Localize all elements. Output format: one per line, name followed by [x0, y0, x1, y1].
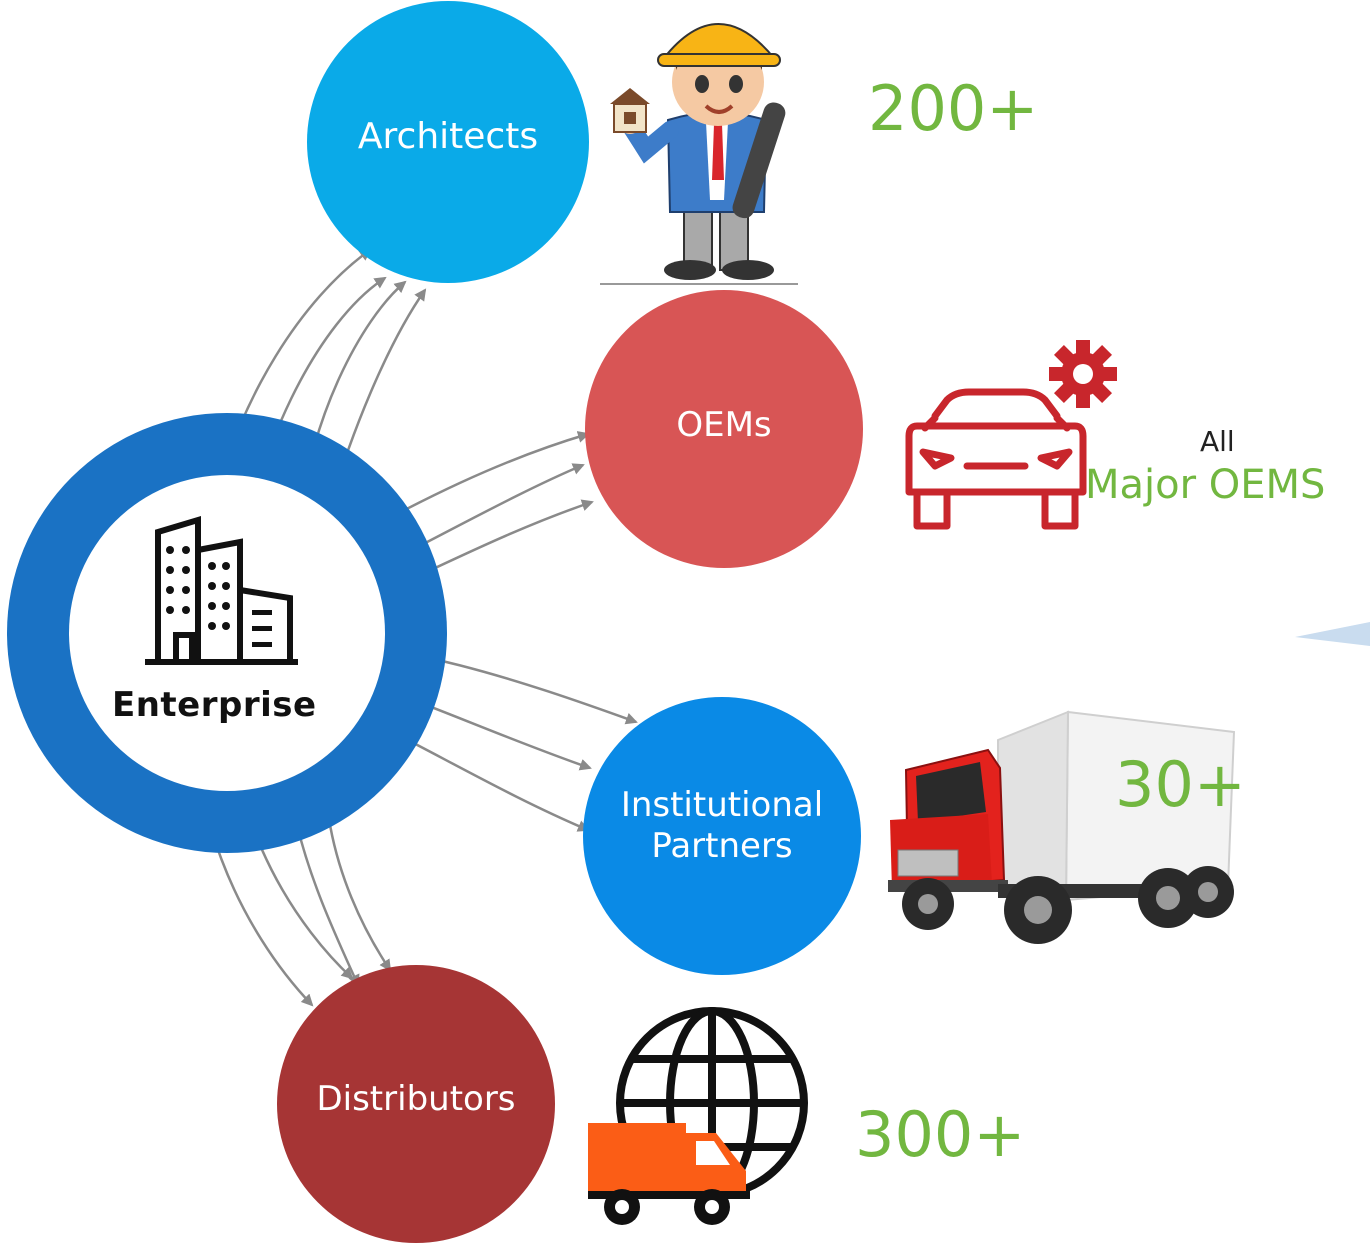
node-oems-label: OEMs: [676, 404, 772, 445]
architect-worker-icon: [600, 23, 798, 285]
enterprise-hub: [7, 413, 447, 853]
node-architects-label: Architects: [357, 116, 539, 158]
node-institutional-label-line2: Partners: [651, 826, 793, 866]
node-distributors[interactable]: Distributors: [277, 965, 555, 1243]
node-institutional-label-line1: Institutional: [620, 785, 824, 826]
node-distributors-label: Distributors: [316, 1078, 516, 1119]
globe-delivery-icon: [588, 1007, 808, 1225]
count-distributors: 300+: [855, 1098, 1026, 1171]
count-architects: 200+: [868, 72, 1039, 145]
node-oems[interactable]: OEMs: [585, 290, 863, 568]
truck-icon: [888, 710, 1236, 944]
enterprise-label: Enterprise: [112, 685, 317, 725]
decorative-sliver: [1295, 622, 1370, 646]
building-icon: [145, 515, 298, 665]
node-institutional-partners[interactable]: Institutional Partners: [583, 697, 861, 975]
count-institutional: 30+: [1115, 748, 1246, 821]
count-oems: Major OEMS: [1085, 462, 1326, 508]
node-architects[interactable]: Architects: [307, 1, 589, 283]
car-gear-icon: [905, 340, 1117, 530]
oems-count-prefix: All: [1200, 425, 1235, 458]
